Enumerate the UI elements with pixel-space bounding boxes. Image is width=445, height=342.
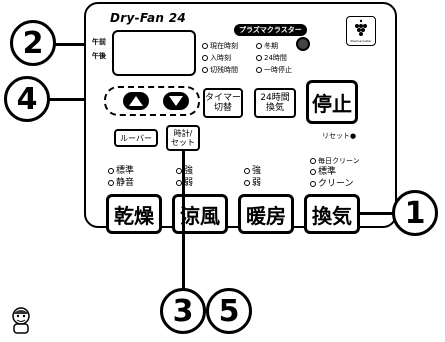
callout-3: 3 (160, 288, 206, 334)
indicator-icon (202, 55, 208, 61)
callout-2: 2 (10, 20, 56, 66)
callout-1-line (360, 212, 396, 215)
callout-3-5-line (182, 151, 185, 291)
vent-indicator-standard: 標準 (310, 167, 336, 178)
indicator-icon (176, 167, 182, 174)
dry-button[interactable]: 乾燥 (106, 194, 162, 234)
am-label: 午前 (92, 38, 106, 46)
callout-4-label: 4 (16, 81, 38, 117)
option-on-time: 入時刻 (202, 54, 231, 63)
indicator-icon (310, 180, 316, 187)
indicator-label: クリーン (318, 179, 354, 189)
stop-label: 停止 (312, 91, 352, 116)
cool-breeze-button[interactable]: 涼風 (172, 194, 228, 234)
indicator-icon (244, 179, 250, 186)
ventilation-button[interactable]: 換気 (304, 194, 360, 234)
callout-2-line (54, 43, 110, 46)
indicator-icon (176, 179, 182, 186)
reset-label: リセット● (322, 132, 357, 140)
vent-indicator-clean: クリーン (310, 179, 354, 190)
triangle-down-icon (169, 96, 183, 106)
option-label: 24時間 (264, 54, 287, 62)
option-winter: 冬期 (256, 42, 278, 51)
h24-vent-label: 24時間 換気 (260, 93, 290, 113)
stop-button[interactable]: 停止 (306, 80, 358, 124)
callout-1-label: 1 (404, 195, 426, 231)
callout-5: 5 (206, 288, 252, 334)
dry-indicator-standard: 標準 (108, 166, 134, 177)
indicator-icon (202, 43, 208, 49)
option-label: 入時刻 (210, 54, 231, 62)
ion-indicator (296, 37, 310, 51)
indicator-label: 弱 (184, 178, 194, 188)
indicator-icon (310, 168, 316, 175)
indicator-icon (256, 67, 262, 73)
heat-indicator-strong: 強 (244, 166, 261, 177)
indicator-label: 弱 (252, 178, 262, 188)
lcd-display (112, 30, 196, 76)
dry-label: 乾燥 (114, 203, 154, 228)
indicator-icon (202, 67, 208, 73)
h24-vent-button[interactable]: 24時間 換気 (254, 88, 296, 118)
up-down-group (104, 86, 200, 116)
callout-3-label: 3 (172, 293, 194, 329)
option-label: 現在時刻 (210, 42, 238, 50)
plasmacluster-badge: プラズマクラスター (234, 24, 307, 36)
indicator-label: 毎日クリーン (318, 157, 360, 165)
option-label: 一時停止 (264, 66, 292, 74)
louver-button[interactable]: ルーバー (114, 129, 158, 147)
ventilation-label: 換気 (312, 203, 352, 228)
indicator-icon (310, 158, 316, 164)
cool-indicator-weak: 弱 (176, 178, 193, 189)
down-button[interactable] (163, 92, 189, 110)
clock-set-button[interactable]: 時計/ セット (166, 125, 200, 151)
callout-1: 1 (392, 190, 438, 236)
option-off-remaining: 切残時間 (202, 66, 238, 75)
pm-label: 午後 (92, 52, 106, 60)
timer-switch-label: タイマー 切替 (205, 93, 242, 113)
clock-set-label: 時計/ セット (171, 129, 195, 147)
dry-indicator-quiet: 静音 (108, 178, 134, 189)
heat-indicator-weak: 弱 (244, 178, 261, 189)
cool-indicator-strong: 強 (176, 166, 193, 177)
indicator-label: 標準 (318, 167, 337, 177)
indicator-label: 静音 (116, 178, 135, 188)
indicator-label: 標準 (116, 166, 135, 176)
up-button[interactable] (123, 92, 149, 110)
brand-title: Dry-Fan 24 (110, 11, 187, 25)
triangle-up-icon (129, 96, 143, 106)
option-label: 切残時間 (210, 66, 238, 74)
callout-4: 4 (4, 76, 50, 122)
plasmacluster-logo-icon: Plasmacluster (346, 16, 376, 46)
callout-2-label: 2 (22, 25, 44, 61)
indicator-icon (108, 179, 114, 186)
option-label: 冬期 (264, 42, 278, 50)
indicator-icon (256, 55, 262, 61)
heating-button[interactable]: 暖房 (238, 194, 294, 234)
indicator-icon (256, 43, 262, 49)
option-pause: 一時停止 (256, 66, 292, 75)
vent-indicator-daily: 毎日クリーン (310, 156, 360, 166)
mascot-icon (8, 306, 34, 338)
heating-label: 暖房 (246, 203, 286, 228)
indicator-icon (244, 167, 250, 174)
option-24h: 24時間 (256, 54, 287, 63)
louver-label: ルーバー (120, 133, 152, 143)
cool-breeze-label: 涼風 (180, 203, 220, 228)
indicator-icon (108, 167, 114, 174)
callout-5-label: 5 (218, 293, 240, 329)
timer-switch-button[interactable]: タイマー 切替 (203, 88, 243, 118)
indicator-label: 強 (252, 166, 262, 176)
logo-text: Plasmacluster (350, 39, 372, 43)
callout-4-line (48, 98, 104, 101)
indicator-label: 強 (184, 166, 194, 176)
option-current-time: 現在時刻 (202, 42, 238, 51)
grapes-icon (355, 19, 367, 36)
